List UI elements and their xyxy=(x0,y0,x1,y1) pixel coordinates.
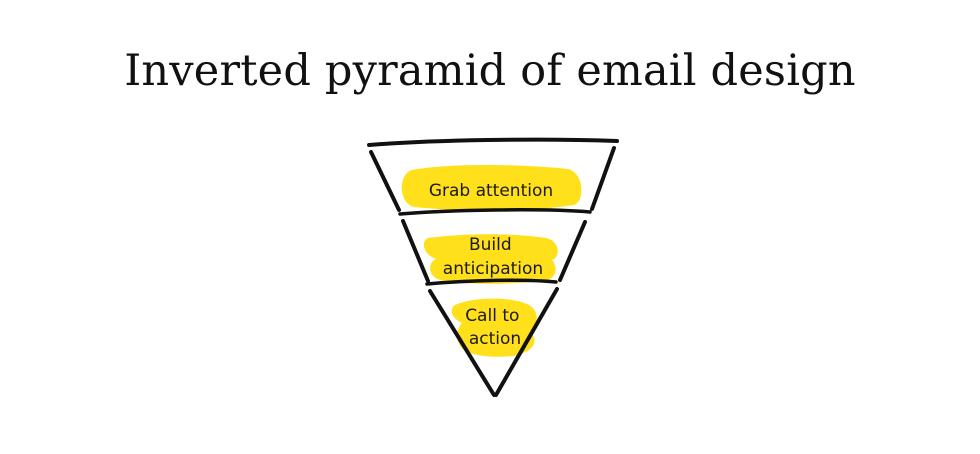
tier-1-line-1: Grab attention xyxy=(429,181,553,201)
left-edge-middle xyxy=(401,219,430,283)
tier-2-line-1: Build xyxy=(469,235,512,255)
top-rim-line xyxy=(367,137,619,147)
right-edge-upper xyxy=(590,146,616,211)
tier-3-line-2: action xyxy=(469,329,521,349)
tier-3-label: Call to action xyxy=(465,306,525,349)
left-edge-lower xyxy=(428,289,496,397)
highlight-call-to-action xyxy=(451,298,537,357)
tier-2-label: Build anticipation xyxy=(443,235,543,279)
highlight-grab-attention xyxy=(401,165,582,211)
tier-3-line-1: Call to xyxy=(465,306,519,326)
highlight-build-anticipation xyxy=(423,234,558,284)
tier-2-line-2: anticipation xyxy=(443,259,543,279)
diagram-title: Inverted pyramid of email design xyxy=(124,46,856,96)
pyramid-outline xyxy=(367,137,619,397)
right-edge-middle xyxy=(558,220,587,282)
tier-1-label: Grab attention xyxy=(429,181,553,201)
divider-upper xyxy=(398,208,592,216)
left-edge-upper xyxy=(369,150,401,212)
highlights xyxy=(401,165,582,357)
tier-labels: Grab attention Build anticipation Call t… xyxy=(429,181,553,349)
right-edge-lower xyxy=(494,287,559,397)
divider-lower xyxy=(425,278,558,286)
